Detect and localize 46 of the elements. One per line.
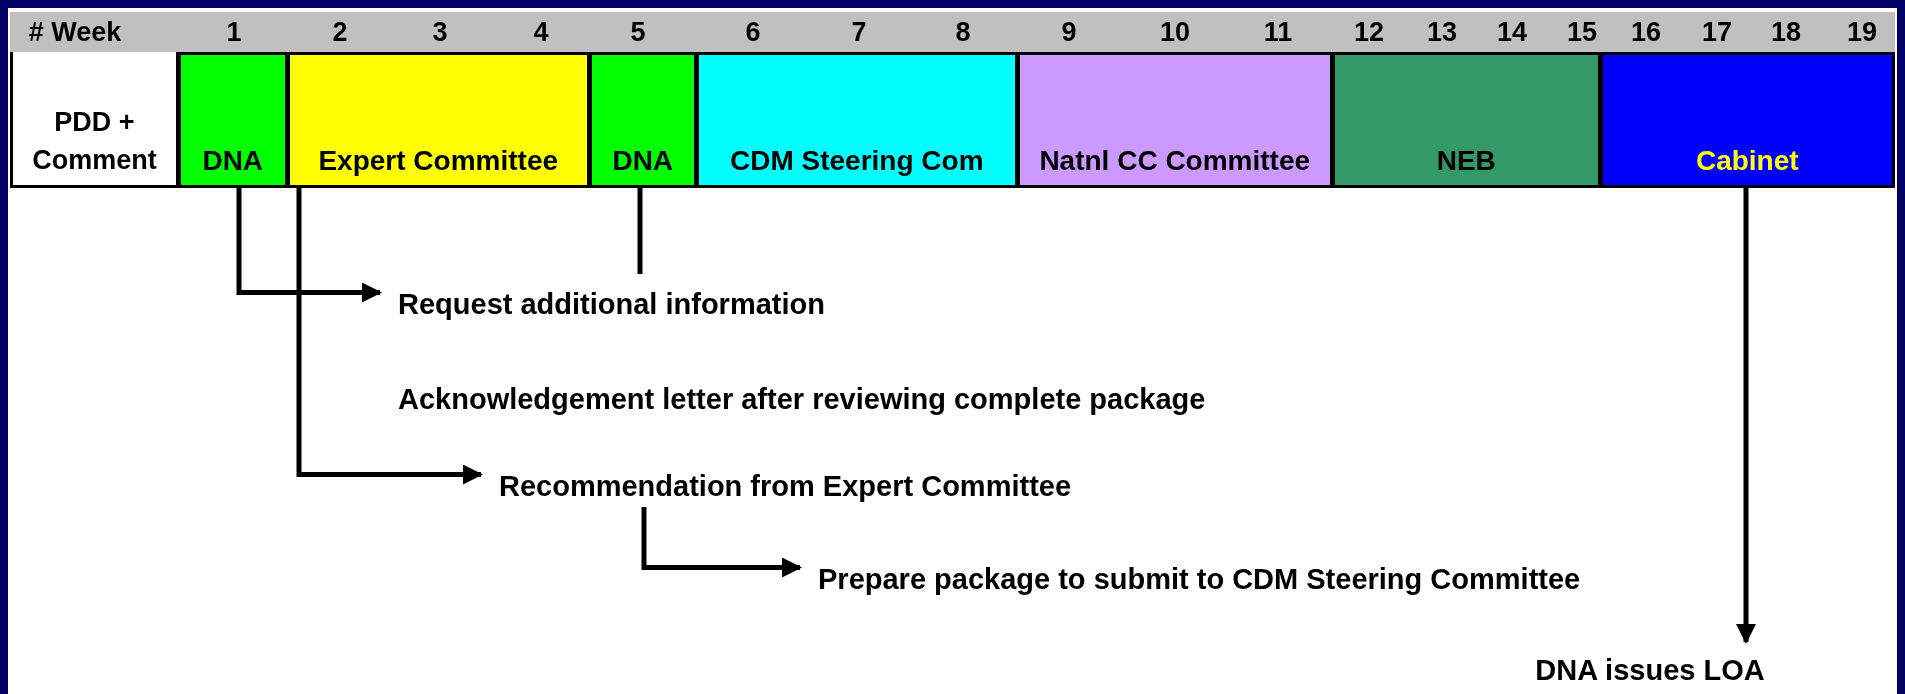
week-number: 13: [1427, 16, 1457, 49]
week-number: 2: [332, 16, 348, 49]
week-number: 17: [1702, 16, 1732, 49]
week-number: 1: [226, 16, 242, 49]
week-number: 9: [1061, 16, 1077, 49]
week-number: 5: [630, 16, 646, 49]
week-number: 4: [533, 16, 549, 49]
phase-label: CDM Steering Com: [729, 144, 984, 178]
step-text: Request additional information: [398, 288, 825, 321]
week-number: 12: [1354, 16, 1384, 49]
arrow: [236, 188, 382, 303]
step-text: DNA issues LOA: [1535, 654, 1765, 687]
arrow: [1736, 188, 1756, 644]
phase-label: DNA: [202, 144, 264, 178]
phase-label: DNA: [612, 144, 674, 178]
phase-bar: [695, 52, 1018, 188]
phase-label: PDD + Comment: [31, 106, 158, 177]
phase-label: NEB: [1436, 144, 1496, 178]
phase-bar: [177, 52, 288, 188]
week-number: 19: [1847, 16, 1877, 49]
step-text: Recommendation from Expert Committee: [499, 470, 1072, 503]
phase-bar: [10, 52, 179, 188]
week-number: 8: [955, 16, 971, 49]
arrow: [296, 188, 483, 485]
phase-bar: [1331, 52, 1601, 188]
week-number: 7: [851, 16, 867, 49]
phase-label: Expert Committee: [318, 144, 559, 178]
connector-line: [637, 188, 643, 274]
arrow: [641, 507, 802, 578]
phase-bar: [1016, 52, 1333, 188]
phase-label: Natnl CC Committee: [1039, 144, 1311, 178]
week-number: 3: [432, 16, 448, 49]
week-number: 16: [1631, 16, 1661, 49]
column-header: # Week: [28, 16, 122, 49]
step-text: Prepare package to submit to CDM Steering Committee: [818, 563, 1581, 596]
week-number: 6: [745, 16, 761, 49]
week-number: 10: [1160, 16, 1190, 49]
week-number: 14: [1497, 16, 1527, 49]
step-text: Acknowledgement letter after reviewing complete package: [398, 383, 1206, 416]
week-number: 18: [1771, 16, 1801, 49]
week-number: 11: [1263, 16, 1293, 49]
phase-bar: [1599, 52, 1895, 188]
week-number: 15: [1567, 16, 1597, 49]
phase-bar: [286, 52, 590, 188]
phase-bar: [588, 52, 697, 188]
phase-label: Cabinet: [1695, 144, 1799, 178]
